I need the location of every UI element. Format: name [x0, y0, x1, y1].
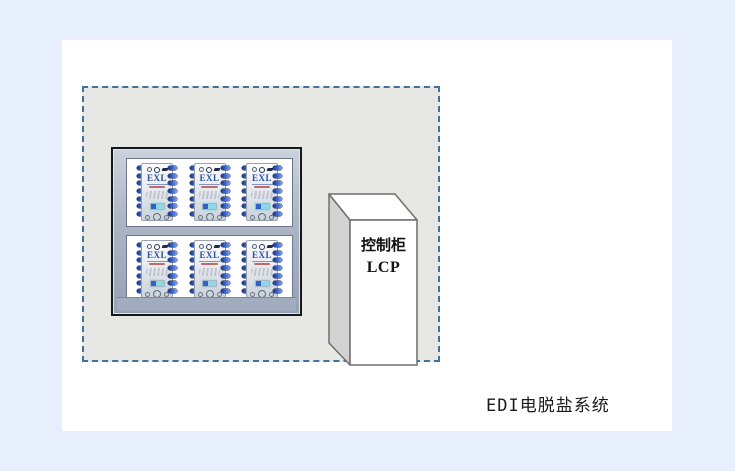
module-connectors-right-icon [273, 243, 282, 293]
module-bottom-ports-icon [247, 290, 277, 297]
module-brand-label: EXL [251, 173, 272, 183]
module-connectors-right-icon [220, 166, 230, 216]
module-status-led [149, 280, 165, 287]
module-brand-label: EXL [146, 250, 167, 260]
module-status-led [254, 280, 270, 287]
module-model-text [201, 263, 218, 265]
module-top-icons [142, 166, 172, 173]
module-connectors-right-icon [168, 243, 177, 293]
module-connectors-right-icon [273, 166, 282, 216]
module-model-text [201, 186, 218, 188]
module-model-text [253, 186, 271, 188]
slide-canvas: EXL EXL [62, 40, 672, 431]
cabinet-front-face [349, 219, 418, 366]
module-bottom-ports-icon [195, 213, 225, 220]
module-label-underline [251, 184, 273, 185]
rack-shelf-top: EXL EXL [126, 158, 293, 227]
module-label-underline [251, 261, 273, 262]
diagram-caption: EDI电脱盐系统 [486, 396, 610, 416]
module-nameplate [146, 268, 168, 276]
module-body: EXL [141, 240, 173, 298]
module-connectors-right-icon [168, 166, 177, 216]
module-bottom-ports-icon [195, 290, 225, 297]
module-bottom-ports-icon [142, 213, 172, 220]
module-body: EXL [141, 163, 173, 221]
module-nameplate [146, 191, 168, 199]
module-top-icons [142, 243, 172, 250]
module-model-text [148, 263, 166, 265]
module-top-icons [247, 243, 277, 250]
module-label-underline [199, 261, 220, 262]
module-label-underline [199, 184, 220, 185]
module-body: EXL [246, 240, 278, 298]
module-status-led [202, 203, 217, 210]
module-status-led [202, 280, 217, 287]
module-brand-label: EXL [199, 250, 220, 260]
module-model-text [148, 186, 166, 188]
module-top-icons [195, 166, 225, 173]
edi-module: EXL [189, 240, 230, 298]
edi-module: EXL [242, 240, 282, 298]
rack-shelf-bottom: EXL EXL [126, 235, 293, 298]
module-status-led [149, 203, 165, 210]
module-label-underline [146, 261, 168, 262]
module-nameplate [251, 268, 273, 276]
cabinet-label-lcp: LCP [366, 259, 401, 276]
module-label-underline [146, 184, 168, 185]
edi-module: EXL [137, 163, 177, 221]
module-brand-label: EXL [146, 173, 167, 183]
module-model-text [253, 263, 271, 265]
module-bottom-ports-icon [247, 213, 277, 220]
module-connectors-right-icon [220, 243, 230, 293]
edi-module: EXL [242, 163, 282, 221]
module-top-icons [195, 243, 225, 250]
cabinet-label: 控制柜 LCP [350, 236, 417, 279]
edi-module: EXL [189, 163, 230, 221]
edi-module: EXL [137, 240, 177, 298]
module-nameplate [198, 268, 221, 276]
module-nameplate [251, 191, 273, 199]
rack-base-plinth [117, 297, 296, 311]
edi-module-rack: EXL EXL [111, 147, 302, 316]
module-status-led [254, 203, 270, 210]
cabinet-label-cn: 控制柜 [360, 238, 406, 254]
module-top-icons [247, 166, 277, 173]
module-bottom-ports-icon [142, 290, 172, 297]
module-brand-label: EXL [199, 173, 220, 183]
control-cabinet [328, 193, 418, 366]
system-boundary-dashed-box: EXL EXL [82, 86, 440, 366]
cabinet-side-face [328, 193, 351, 366]
module-brand-label: EXL [251, 250, 272, 260]
module-nameplate [198, 191, 221, 199]
